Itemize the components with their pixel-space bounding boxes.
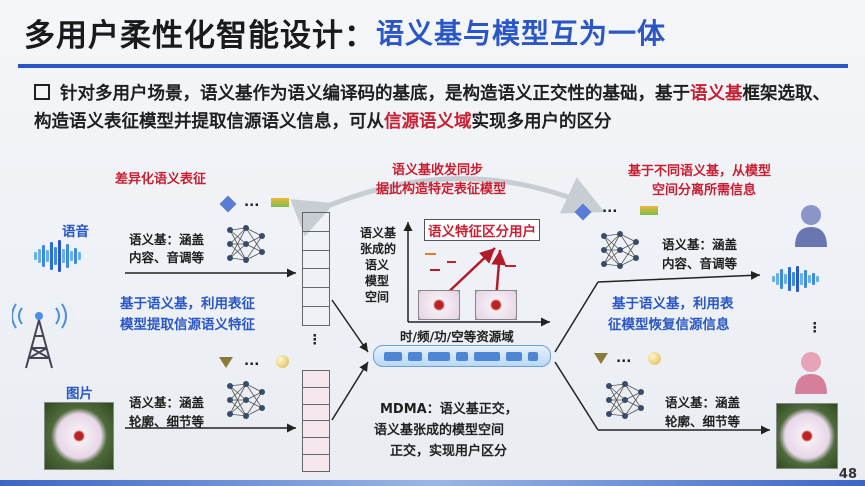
bullet-box-icon: [34, 84, 50, 100]
ellipsis-3: ...: [602, 200, 617, 216]
diff-repr-label: 差异化语义表征: [115, 168, 206, 187]
sound-wave-icon: [772, 266, 820, 292]
bullet-highlight-1: 语义基: [690, 84, 743, 104]
mdma-label-1: MDMA：语义基正交，: [380, 398, 518, 417]
bottom-bar: [0, 480, 865, 486]
recover-label-2: 征模型恢复信源信息: [608, 313, 730, 333]
rbasis-img-l1: 语义基：涵盖: [665, 392, 740, 411]
ellipsis-4: ...: [616, 350, 631, 366]
space-label-3: 语义: [365, 256, 389, 273]
flower-image: [44, 402, 114, 470]
extract-label-2: 模型提取信源语义特征: [120, 313, 255, 333]
bullet-part-1: 针对多用户场景，语义基作为语义编译码的基底，是构造语义正交性的基础，基于: [60, 84, 690, 104]
space-label-4: 模型: [365, 272, 389, 289]
page-title: 多用户柔性化智能设计： 语义基与模型互为一体: [24, 8, 666, 56]
neural-network-icon: [600, 230, 642, 270]
cube-icon: [220, 196, 237, 213]
mdma-channel-tube: [373, 345, 551, 367]
tube-to-lower-arrow: [555, 362, 598, 430]
neural-network-icon: [226, 380, 268, 420]
sync-label-2: 据此构造特定表征模型: [376, 178, 506, 197]
extract-label-1: 基于语义基，利用表征: [120, 292, 255, 312]
neural-network-icon: [605, 380, 647, 420]
title-sub: 语义基与模型互为一体: [376, 12, 666, 52]
cube-icon: [594, 353, 608, 364]
rbasis-audio-l1: 语义基：涵盖: [662, 234, 737, 253]
cube-icon: [640, 206, 658, 215]
cube-icon: [276, 355, 289, 368]
rbasis-img-l2: 轮廓、细节等: [665, 411, 740, 430]
separate-label-1: 基于不同语义基，从模型: [628, 160, 771, 179]
bullet-part-3: 实现多用户的区分: [472, 112, 612, 132]
output-flower-image: [776, 403, 838, 469]
cube-icon: [271, 198, 289, 207]
antenna-tower-icon: [12, 294, 68, 370]
neural-network-icon: [226, 224, 268, 264]
upper-right-arrow: [598, 275, 760, 282]
lower-to-tube-arrow: [332, 362, 368, 420]
vdots-left: ⋮: [308, 332, 322, 348]
recover-label-1: 基于语义基，利用表: [612, 292, 734, 312]
space-label-2: 张成的: [360, 240, 396, 257]
person-icon: [793, 350, 829, 396]
person-icon: [793, 203, 829, 249]
sound-wave-icon: [34, 240, 82, 272]
voice-label: 语音: [62, 220, 89, 240]
basis-img-l2: 轮廓、细节等: [129, 411, 204, 430]
basis-audio-l1: 语义基：涵盖: [129, 229, 204, 248]
space-label-5: 空间: [365, 288, 389, 305]
feature-user-label: 语义特征区分用户: [424, 219, 540, 241]
title-main: 多用户柔性化智能设计：: [24, 10, 376, 55]
bullet-text: 针对多用户场景，语义基作为语义编译码的基底，是构造语义正交性的基础，基于语义基框…: [34, 80, 839, 136]
basis-img-l1: 语义基：涵盖: [129, 392, 204, 411]
title-rule: [18, 64, 848, 68]
space-label-1: 语义基: [360, 224, 396, 241]
space-flower-2: [475, 290, 517, 320]
ellipsis-1: ...: [244, 194, 259, 210]
sync-label-1: 语义基收发同步: [392, 159, 483, 178]
cube-icon: [575, 204, 592, 221]
mdma-label-2: 语义基张成的模型空间: [374, 419, 504, 438]
cube-icon: [219, 357, 233, 368]
space-flower-1: [418, 290, 460, 320]
resource-label: 时/频/功/空等资源域: [400, 326, 514, 345]
upper-to-tube-arrow: [332, 300, 368, 352]
feature-stack-lower: [302, 370, 330, 472]
rbasis-audio-l2: 内容、音调等: [662, 253, 737, 272]
tube-to-upper-arrow: [555, 282, 598, 352]
separate-label-2: 空间分离所需信息: [652, 179, 756, 198]
mdma-label-3: 正交，实现用户区分: [390, 440, 507, 459]
basis-audio-l2: 内容、音调等: [129, 247, 204, 266]
cube-icon: [648, 352, 661, 365]
feature-stack-upper: [302, 212, 330, 326]
vdots-right: ⋮: [808, 320, 822, 336]
image-label: 图片: [66, 382, 93, 402]
bullet-highlight-2: 信源语义域: [384, 112, 472, 132]
ellipsis-2: ...: [244, 353, 259, 369]
